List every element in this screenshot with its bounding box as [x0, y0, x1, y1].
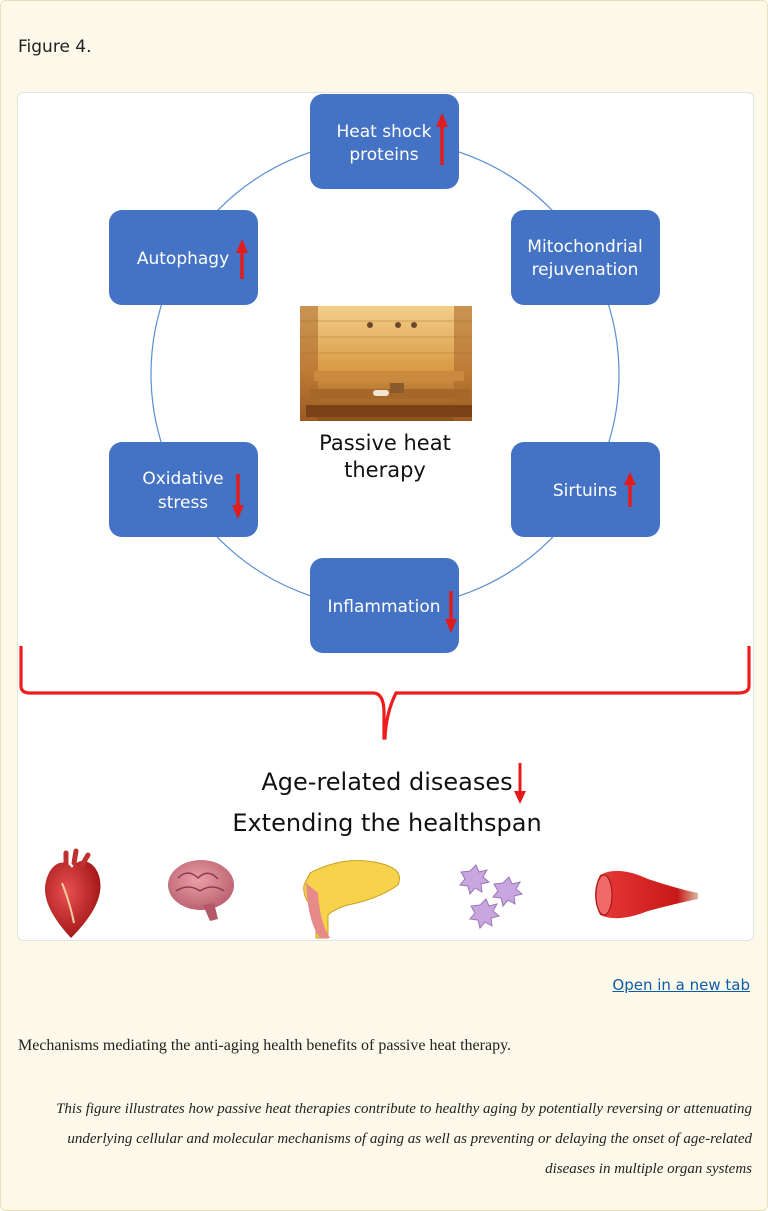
node-oxidative-stress: Oxidative stress: [109, 442, 258, 537]
diagram: Heat shock proteins Mitochondrial rejuve…: [19, 94, 751, 939]
node-mitochondrial-line1: Mitochondrial: [527, 237, 642, 257]
node-oxidative-line2: stress: [158, 493, 208, 513]
outcome-line1: Age-related diseases: [261, 768, 512, 796]
figure-image: Heat shock proteins Mitochondrial rejuve…: [17, 92, 754, 941]
node-autophagy: Autophagy: [109, 210, 258, 305]
outcome-line2: Extending the healthspan: [232, 809, 541, 837]
arrow-up-icon: [436, 113, 448, 165]
pancreas-icon: [303, 860, 400, 939]
node-heat-shock-proteins-line1: Heat shock: [337, 122, 432, 142]
heart-icon: [44, 848, 101, 938]
center-label-line2: therapy: [344, 458, 426, 482]
caption-title: Mechanisms mediating the anti-aging heal…: [18, 1037, 512, 1054]
center-label-line1: Passive heat: [319, 431, 451, 455]
node-sirtuins-label: Sirtuins: [553, 481, 617, 501]
brace: [19, 646, 751, 740]
immune-cells-icon: [459, 864, 524, 930]
arrow-up-icon: [624, 472, 636, 507]
node-heat-shock-proteins: Heat shock proteins: [310, 94, 459, 189]
brain-icon: [168, 860, 234, 921]
node-oxidative-line1: Oxidative: [142, 469, 223, 489]
arrow-down-icon: [445, 591, 457, 633]
muscle-icon: [595, 870, 698, 919]
open-in-new-tab-link[interactable]: Open in a new tab: [612, 976, 750, 994]
arrow-up-icon: [236, 239, 248, 279]
arrow-down-icon: [514, 763, 526, 804]
node-autophagy-label: Autophagy: [137, 249, 229, 269]
node-heat-shock-proteins-line2: proteins: [349, 145, 418, 165]
figure-label: Figure 4.: [18, 37, 92, 57]
caption-note: This figure illustrates how passive heat…: [56, 1101, 752, 1177]
node-mitochondrial-line2: rejuvenation: [532, 260, 639, 280]
node-sirtuins: Sirtuins: [511, 442, 660, 537]
node-inflammation-label: Inflammation: [327, 597, 440, 617]
sauna-photo: [300, 306, 472, 421]
node-mitochondrial-rejuvenation: Mitochondrial rejuvenation: [511, 210, 660, 305]
node-inflammation: Inflammation: [310, 558, 459, 653]
arrow-down-icon: [232, 474, 244, 519]
